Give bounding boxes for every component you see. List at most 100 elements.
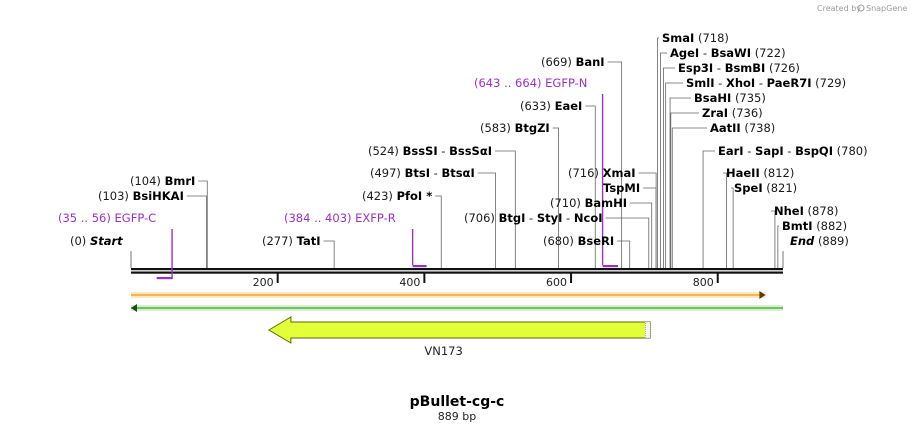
backbone-bottom-strand: [131, 271, 783, 274]
site-label-bsahi: BsaHI (735): [694, 91, 766, 105]
site-line: [702, 150, 715, 268]
site-label-bseri: (680) BseRI: [543, 234, 614, 248]
site-label-tspmi: TspMI: [603, 181, 640, 195]
site-label-eari: EarI - SapI - BspQI (780): [718, 144, 868, 158]
site-label-smai: SmaI (718): [662, 31, 729, 45]
site-line: [723, 172, 727, 268]
site-line: [665, 82, 683, 268]
site-line: [777, 225, 779, 268]
site-label-tati: (277) TatI: [262, 234, 321, 248]
site-xmai[interactable]: (716) XmaI: [568, 166, 635, 180]
site-bmti[interactable]: BmtI (882): [782, 219, 847, 233]
site-btgi[interactable]: (706) BtgI - StyI - NcoI: [464, 211, 603, 225]
site-bsihkai[interactable]: (103) BsiHKAI: [98, 189, 184, 203]
site-tati[interactable]: (277) TatI: [262, 234, 321, 248]
site-label-haeii: HaeII (812): [726, 166, 794, 180]
primer-label: (643 .. 664) EGFP-N: [474, 76, 587, 90]
primers: (35 .. 56) EGFP-C (384 .. 403) EXFP-R (643…: [58, 76, 618, 280]
site-line: [186, 195, 207, 268]
site-label-eaei: (633) EaeI: [520, 99, 582, 113]
site-line: [477, 172, 496, 268]
site-esp3i[interactable]: Esp3I - BsmBI (726): [678, 61, 800, 75]
site-label-start: (0) Start: [70, 234, 123, 248]
primer-exfp-r[interactable]: (384 .. 403) EXFP-R: [284, 211, 427, 268]
site-line: [630, 202, 653, 268]
site-label-btsi: (497) BtsI - BtsαI: [370, 166, 475, 180]
site-bsahi[interactable]: BsaHI (735): [694, 91, 766, 105]
feature-orange-bar[interactable]: [131, 291, 766, 299]
feature-vn173[interactable]: VN173: [267, 316, 651, 358]
feature-label: VN173: [424, 344, 462, 358]
primer-bar: [156, 277, 173, 280]
site-label-spei: SpeI (821): [734, 181, 797, 195]
site-label-bsihkai: (103) BsiHKAI: [98, 189, 184, 203]
site-bamhi[interactable]: (710) BamHI: [550, 196, 627, 210]
site-bani[interactable]: (669) BanI: [541, 55, 605, 69]
site-tspmi[interactable]: TspMI: [603, 181, 640, 195]
site-label-pfoi: (423) PfoI *: [362, 189, 432, 203]
feature-end-cap: [644, 321, 651, 339]
primer-bar: [412, 265, 427, 268]
primer-egfp-c[interactable]: (35 .. 56) EGFP-C: [58, 211, 173, 280]
arrowhead-left-icon: [131, 304, 137, 312]
site-line: [617, 240, 631, 268]
site-line: [663, 67, 675, 268]
site-line: [198, 180, 208, 268]
ruler-tick-label: 800: [693, 276, 714, 289]
feature-green-bar[interactable]: [131, 304, 783, 312]
plasmid-length: 889 bp: [438, 410, 476, 423]
site-start[interactable]: (0) Start: [70, 234, 123, 248]
site-smli[interactable]: SmlI - XhoI - PaeR7I (729): [686, 76, 846, 90]
site-haeii[interactable]: HaeII (812): [726, 166, 794, 180]
site-label-bmti: BmtI (882): [782, 219, 847, 233]
credit-brand: SnapGene: [866, 4, 907, 13]
site-line: [671, 127, 707, 268]
site-spei[interactable]: SpeI (821): [734, 181, 797, 195]
ruler-tick-label: 400: [399, 276, 420, 289]
site-line: [552, 127, 559, 268]
site-btsi[interactable]: (497) BtsI - BtsαI: [370, 166, 475, 180]
site-btgzi[interactable]: (583) BtgZI: [480, 121, 550, 135]
site-eari[interactable]: EarI - SapI - BspQI (780): [718, 144, 868, 158]
site-line: [585, 105, 596, 268]
site-line: [605, 217, 650, 268]
site-aatii[interactable]: AatII (738): [710, 121, 775, 135]
credit: Created by SnapGene: [817, 4, 907, 13]
site-pfoi[interactable]: (423) PfoI *: [362, 189, 432, 203]
site-line: [657, 37, 659, 268]
site-end[interactable]: End (889): [790, 234, 849, 248]
credit-text: Created by: [817, 4, 861, 13]
arrowhead-right-icon: [759, 291, 766, 299]
primer-label: (35 .. 56) EGFP-C: [58, 211, 156, 225]
site-agei[interactable]: AgeI - BsaWI (722): [670, 46, 786, 60]
site-bmri[interactable]: (104) BmrI: [130, 174, 195, 188]
primer-label: (384 .. 403) EXFP-R: [284, 211, 396, 225]
primer-bar: [602, 265, 618, 268]
primer-egfp-n[interactable]: (643 .. 664) EGFP-N: [474, 76, 618, 268]
site-label-bani: (669) BanI: [541, 55, 605, 69]
site-nhei[interactable]: NheI (878): [774, 204, 838, 218]
site-bseri[interactable]: (680) BseRI: [543, 234, 614, 248]
feature-arrow: [267, 316, 651, 344]
backbone-top-strand: [131, 268, 783, 271]
snapgene-logo-icon: [857, 4, 865, 12]
site-label-btgzi: (583) BtgZI: [480, 121, 550, 135]
site-label-bamhi: (710) BamHI: [550, 196, 627, 210]
site-line: [607, 61, 623, 268]
site-line: [435, 195, 442, 268]
site-smai[interactable]: SmaI (718): [662, 31, 729, 45]
site-label-xmai: (716) XmaI: [568, 166, 635, 180]
site-line: [669, 97, 691, 268]
features: VN173: [131, 291, 783, 358]
site-label-bmri: (104) BmrI: [130, 174, 195, 188]
site-bsssi[interactable]: (524) BssSI - BssSαI: [368, 144, 492, 158]
site-label-end: End (889): [790, 234, 849, 248]
sequence-backbone: [131, 268, 783, 274]
site-label-nhei: NheI (878): [774, 204, 838, 218]
site-eaei[interactable]: (633) EaeI: [520, 99, 582, 113]
site-zrai[interactable]: ZraI (736): [702, 106, 763, 120]
site-label-agei: AgeI - BsaWI (722): [670, 46, 786, 60]
site-label-bsssi: (524) BssSI - BssSαI: [368, 144, 492, 158]
